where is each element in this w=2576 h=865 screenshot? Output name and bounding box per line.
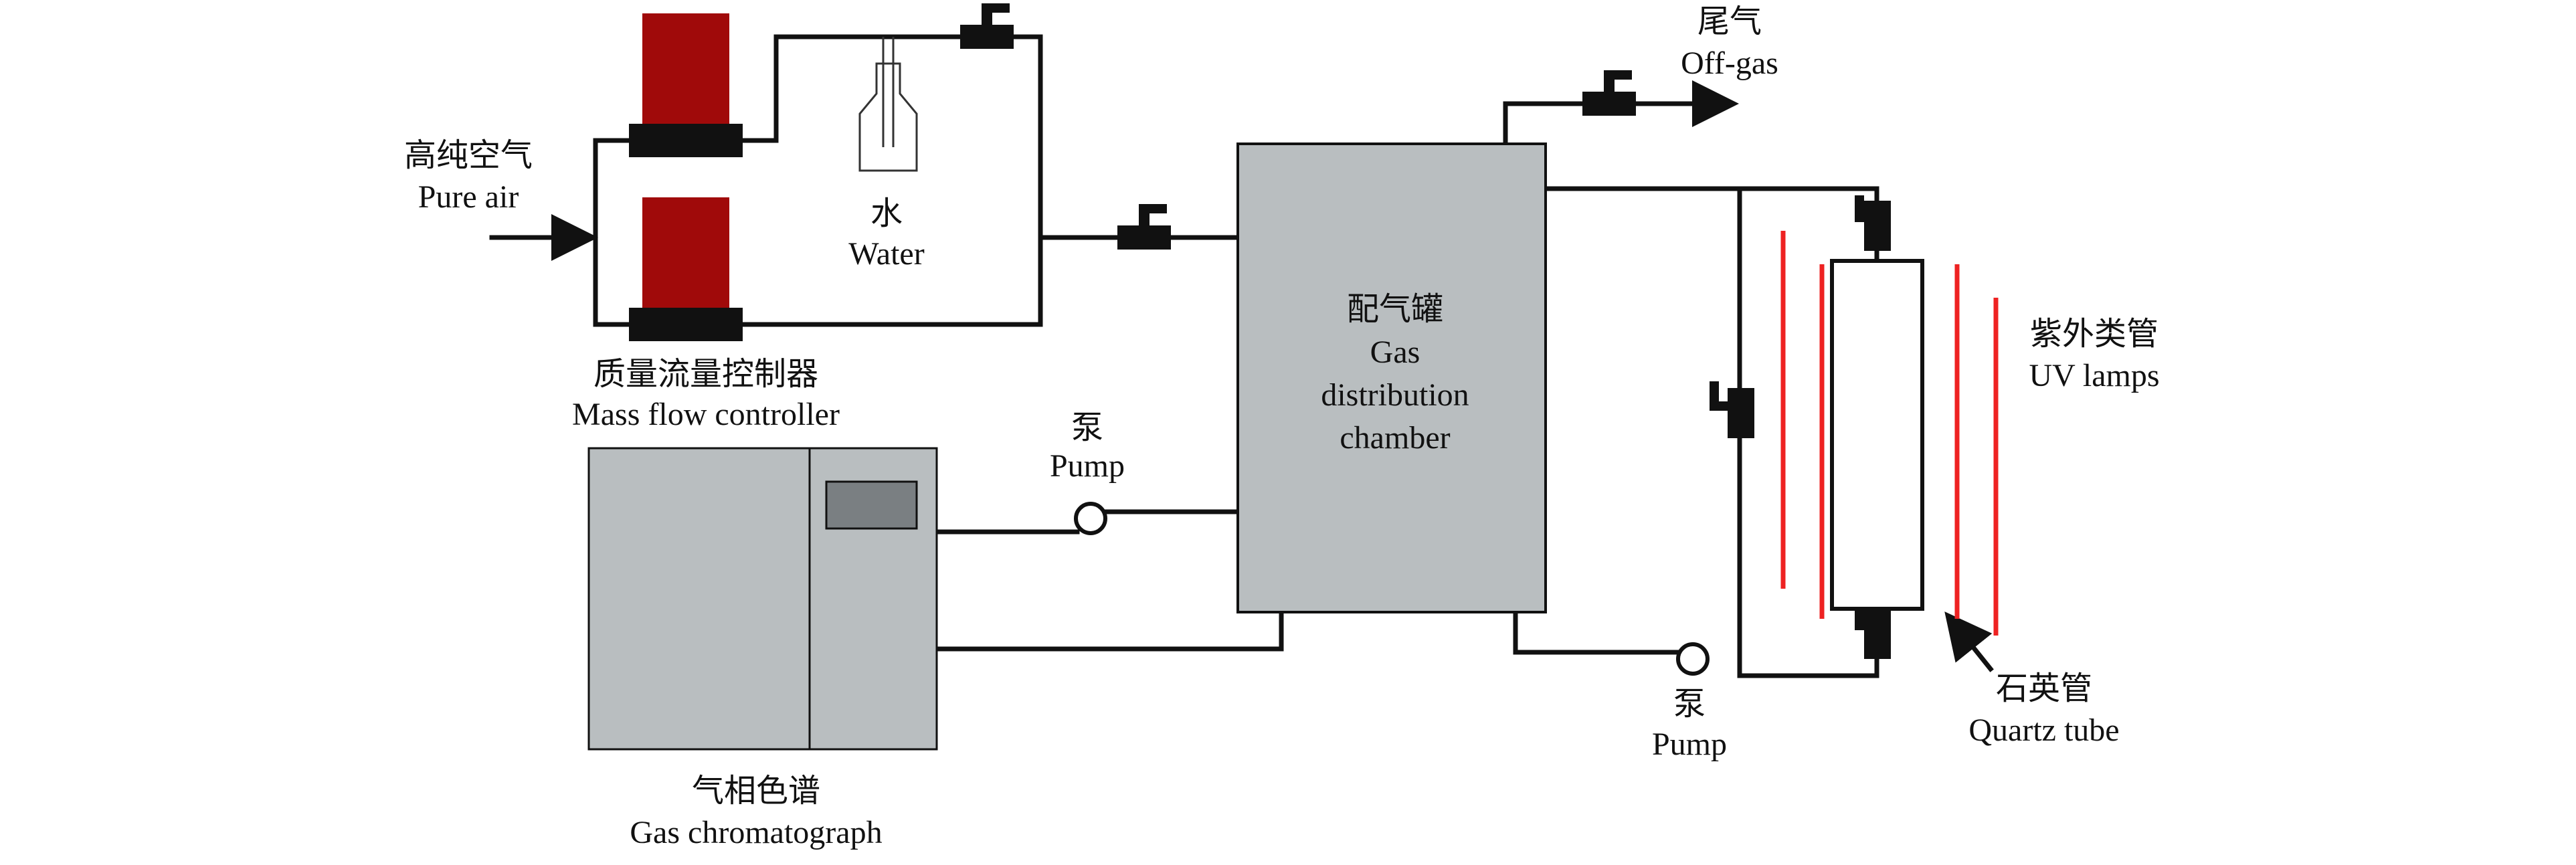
water-bottle-icon [858, 37, 918, 172]
pump2-label-cn: 泵 [1673, 686, 1706, 722]
mfc-label-cn: 质量流量控制器 [593, 357, 818, 392]
valve-icon [1855, 603, 1891, 659]
labels: 高纯空气 Pure air 水 Water 质量流量控制器 Mass flow … [404, 4, 2160, 850]
uv-lamps [1780, 231, 1999, 636]
water-label-en: Water [848, 236, 924, 272]
gas-chromatograph [587, 447, 938, 751]
chamber-label-en-3: chamber [1340, 420, 1450, 456]
offgas-label-en: Off-gas [1681, 45, 1778, 81]
uv-lamps-label-en: UV lamps [2029, 358, 2159, 393]
valve-icon [960, 3, 1014, 49]
mass-flow-controller-lower [629, 197, 743, 341]
gc-display [825, 480, 918, 530]
valve-icon [1117, 204, 1171, 250]
quartz-tube-label-en: Quartz tube [1968, 712, 2119, 748]
offgas-line [1503, 101, 1726, 147]
water-label-cn: 水 [870, 196, 903, 231]
upper-line [737, 34, 1043, 240]
pump1-label-cn: 泵 [1071, 410, 1103, 446]
mass-flow-controller-upper [629, 13, 743, 157]
quartz-tube [1830, 259, 1924, 611]
gc-label-en: Gas chromatograph [630, 815, 882, 850]
uv-lamps-label-cn: 紫外类管 [2030, 316, 2158, 352]
pump2-label-en: Pump [1652, 727, 1727, 762]
lower-line [737, 235, 1043, 327]
pure-air-label-cn: 高纯空气 [404, 138, 533, 173]
pump1-label-en: Pump [1050, 448, 1125, 484]
reactor-supply-line [1543, 186, 1879, 264]
pump-icon [1676, 642, 1710, 676]
valve-icon [1710, 381, 1754, 438]
pure-air-label-en: Pure air [418, 179, 519, 215]
gas-distribution-chamber [1236, 142, 1547, 613]
pump-icon [1074, 502, 1107, 535]
chamber-label-en-2: distribution [1321, 377, 1469, 413]
valve-icon [1582, 70, 1636, 116]
chamber-label-cn: 配气罐 [1347, 292, 1443, 327]
bypass-vertical-line [1737, 186, 1879, 678]
chamber-label-en-1: Gas [1370, 334, 1420, 370]
return-line [1513, 609, 1682, 655]
valve-icon [1855, 195, 1891, 251]
gc-return-line [934, 609, 1284, 652]
quartz-tube-pointer [1944, 611, 1994, 672]
mfc-label-en: Mass flow controller [572, 397, 840, 432]
quartz-tube-label-cn: 石英管 [1996, 671, 2092, 706]
gc-label-cn: 气相色谱 [692, 773, 820, 809]
offgas-label-cn: 尾气 [1697, 4, 1762, 39]
